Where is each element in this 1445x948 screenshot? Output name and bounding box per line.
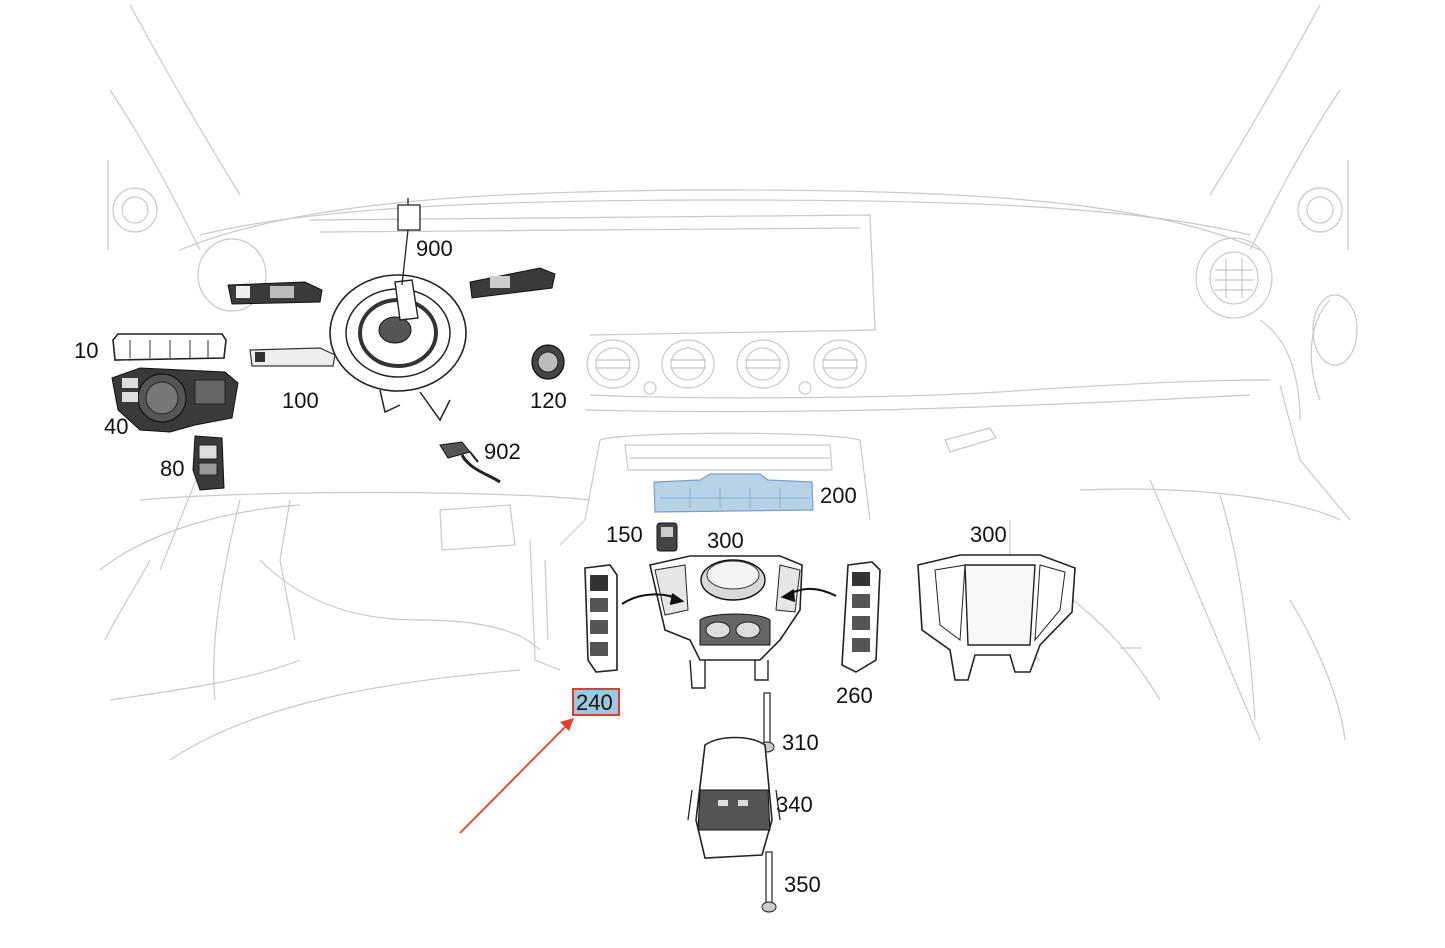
callout-900[interactable]: 900 [416,236,453,261]
assembly-arrows [621,587,837,605]
part-150-switch [656,522,678,552]
callout-150[interactable]: 150 [606,522,643,547]
callout-300-right[interactable]: 300 [970,522,1007,547]
callout-310[interactable]: 310 [782,730,819,755]
callout-902[interactable]: 902 [484,439,521,464]
part-240-switch-strip [584,564,618,673]
part-260-switch-strip [841,561,881,673]
pointer-arrow [459,718,574,834]
callout-240[interactable]: 240 [576,690,613,715]
callout-120[interactable]: 120 [530,388,567,413]
callout-80[interactable]: 80 [160,456,184,481]
part-300-console-frame [917,554,1076,681]
part-350-screw [761,851,777,913]
part-200-control-panel [653,473,814,513]
part-10-switch-panel [112,333,227,361]
callout-200[interactable]: 200 [820,483,857,508]
part-340-shifter-cover [687,736,781,859]
callout-240-highlight [572,688,620,716]
part-900-connector [397,198,421,286]
part-100-steering-switch [227,267,556,422]
callout-260[interactable]: 260 [836,683,873,708]
callout-340[interactable]: 340 [776,792,813,817]
part-80-switch [192,435,225,491]
callout-350[interactable]: 350 [784,872,821,897]
part-120-start-button [531,344,565,380]
callout-10[interactable]: 10 [74,338,98,363]
callout-300-center[interactable]: 300 [707,528,744,553]
callout-40[interactable]: 40 [104,414,128,439]
part-300-console-center [649,555,803,689]
part-40-light-switch [111,367,239,433]
dashboard-outline [99,4,1358,761]
callout-100[interactable]: 100 [282,388,319,413]
part-902-harness [439,441,501,484]
